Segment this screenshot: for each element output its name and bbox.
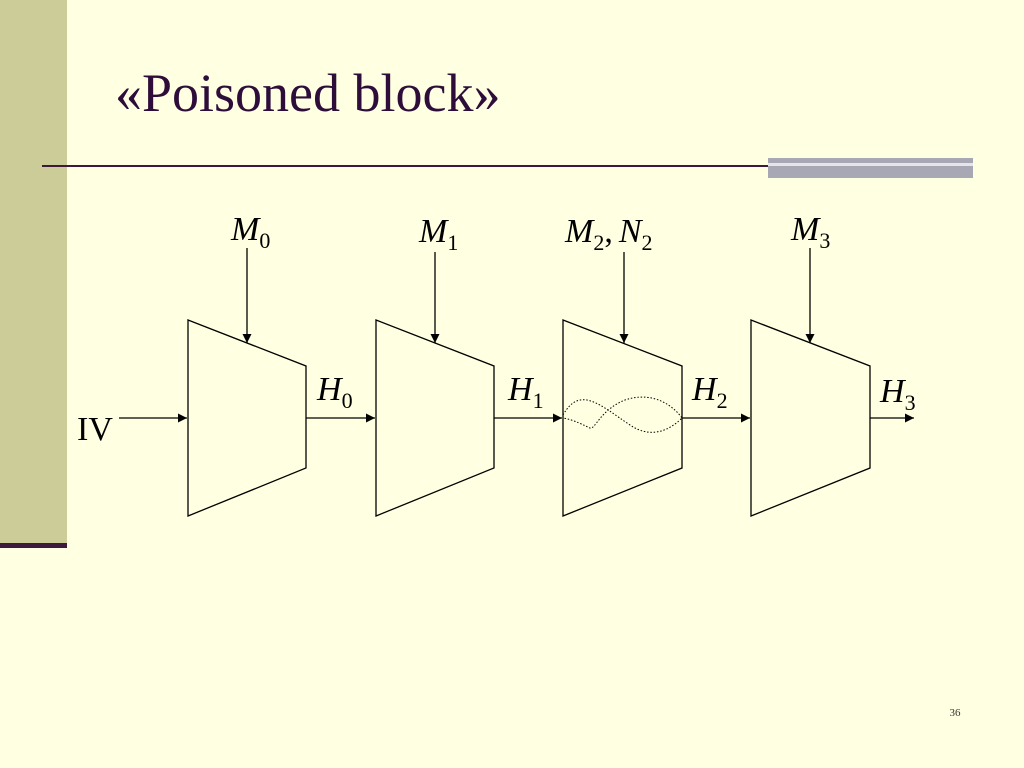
- message-label-2: M2,N2: [564, 213, 653, 255]
- hash-label-1: H1: [507, 371, 544, 413]
- slide-title: «Poisoned block»: [115, 63, 501, 123]
- message-label-3: M3: [790, 211, 830, 253]
- collision-curve: [562, 396, 683, 433]
- left-sidebar-bar: [0, 0, 67, 547]
- hash-label-2: H2: [691, 371, 728, 413]
- compression-block-3: [750, 319, 871, 517]
- iv-label: IV: [77, 411, 113, 448]
- page-number: 36: [949, 707, 961, 719]
- hash-label-3: H3: [879, 373, 916, 415]
- hash-label-0: H0: [316, 371, 353, 413]
- compression-block-1: [375, 319, 495, 517]
- sidebar-accent-line: [0, 543, 67, 548]
- message-label-1: M1: [418, 213, 458, 255]
- message-label-0: M0: [230, 211, 270, 253]
- title-divider: [42, 165, 973, 167]
- compression-block-0: [187, 319, 307, 517]
- compression-block-2-poisoned: [562, 319, 683, 517]
- divider-accent-highlight: [768, 163, 973, 166]
